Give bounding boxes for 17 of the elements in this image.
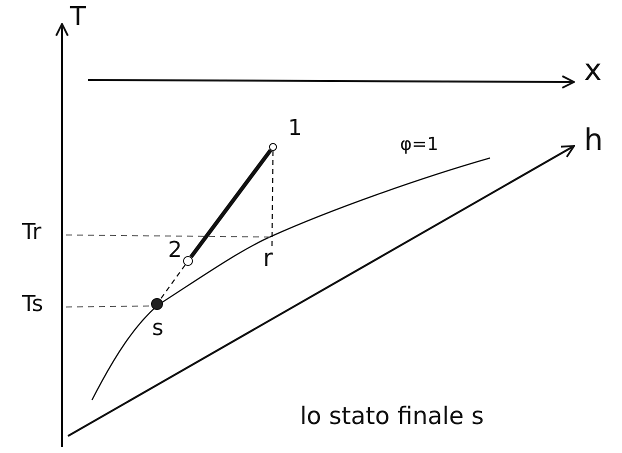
axis-label: h xyxy=(584,126,604,156)
point-label: 1 xyxy=(288,118,302,140)
point-label: 2 xyxy=(168,240,182,262)
axis-label: Ts xyxy=(22,294,44,316)
point-label: r xyxy=(263,246,273,270)
point-marker xyxy=(183,256,193,266)
point-marker xyxy=(151,298,163,310)
handwritten-note: lo stato finale s xyxy=(300,404,484,428)
dashed-line xyxy=(160,264,186,300)
point-marker xyxy=(269,143,277,151)
process-line xyxy=(189,149,272,258)
axis-label: x xyxy=(584,56,602,86)
curve-label: φ=1 xyxy=(400,136,438,154)
axis-label: Tr xyxy=(22,222,42,244)
point-label: s xyxy=(152,318,164,340)
axis-label: T xyxy=(70,4,86,30)
dashed-line xyxy=(271,151,274,246)
